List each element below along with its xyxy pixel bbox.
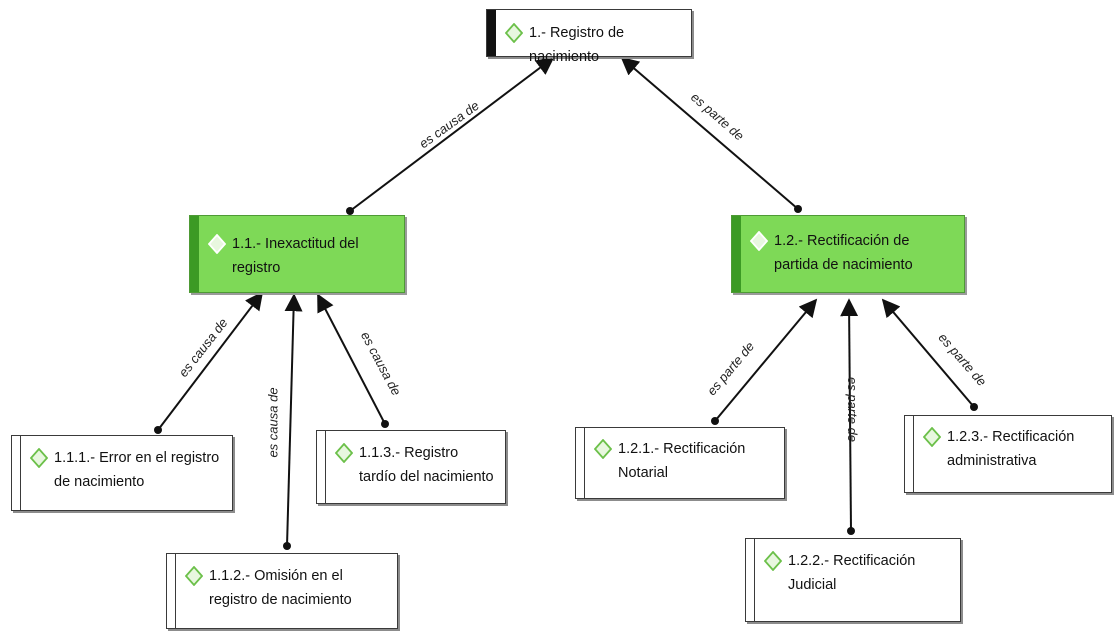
- node-bar: [746, 539, 755, 621]
- edge-n12-to-n122[interactable]: [840, 298, 859, 532]
- node-label: 1.1.2.- Omisión en el registro de nacimi…: [209, 568, 352, 608]
- diamond-icon: [30, 448, 48, 468]
- edge-n11-to-n111[interactable]: [157, 291, 264, 431]
- edge-n12-to-n121[interactable]: [714, 298, 818, 422]
- edge-label-n11-n112: es causa de: [265, 387, 281, 458]
- node-bar: [576, 428, 585, 498]
- node-inexactitud-del-registro[interactable]: 1.1.- Inexactitud del registro: [189, 215, 405, 293]
- node-label: 1.1.- Inexactitud del registro: [232, 236, 359, 276]
- edge-label-n12-n122: es parte de: [845, 376, 861, 443]
- node-registro-de-nacimiento[interactable]: 1.- Registro de nacimiento: [486, 9, 692, 65]
- edge-n12-to-n123[interactable]: [881, 298, 975, 408]
- node-omision-en-el-registro[interactable]: 1.1.2.- Omisión en el registro de nacimi…: [166, 553, 398, 629]
- edge-n12-to-n123-dot: [970, 403, 978, 411]
- edge-n11-to-n112[interactable]: [284, 293, 303, 547]
- edge-root-to-n11-dot: [346, 207, 354, 215]
- node-registro-tardio[interactable]: 1.1.3.- Registro tardío del nacimiento: [316, 430, 506, 504]
- node-label: 1.- Registro de nacimiento: [529, 25, 625, 65]
- node-bar: [317, 431, 326, 503]
- node-label: 1.2.2.- Rectificación Judicial: [788, 553, 916, 593]
- node-bar: [12, 436, 21, 510]
- node-label: 1.2.1.- Rectificación Notarial: [618, 441, 746, 481]
- node-label: 1.1.1.- Error en el registro de nacimien…: [54, 450, 220, 490]
- node-bar: [732, 216, 741, 292]
- edge-n11-to-n112-dot: [283, 542, 291, 550]
- node-label: 1.2.- Rectificación de partida de nacimi…: [774, 233, 913, 273]
- node-bar: [487, 10, 496, 56]
- edge-n12-to-n122-dot: [847, 527, 855, 535]
- diamond-icon: [750, 231, 768, 251]
- diamond-icon: [505, 23, 523, 43]
- diamond-icon: [923, 427, 941, 447]
- diamond-icon: [185, 566, 203, 586]
- edge-n11-to-n113[interactable]: [317, 293, 386, 425]
- node-bar: [167, 554, 176, 628]
- edge-root-to-n12-dot: [794, 205, 802, 213]
- edge-root-to-n11[interactable]: [349, 56, 555, 212]
- diamond-icon: [335, 443, 353, 463]
- node-rectificacion-notarial[interactable]: 1.2.1.- Rectificación Notarial: [575, 427, 785, 499]
- node-rectificacion-judicial[interactable]: 1.2.2.- Rectificación Judicial: [745, 538, 961, 622]
- edge-root-to-n12[interactable]: [620, 56, 799, 210]
- edge-n11-to-n111-dot: [154, 426, 162, 434]
- node-bar: [190, 216, 199, 292]
- diamond-icon: [208, 234, 226, 254]
- node-label: 1.2.3.- Rectificación administrativa: [947, 429, 1075, 469]
- node-rectificacion-de-partida[interactable]: 1.2.- Rectificación de partida de nacimi…: [731, 215, 965, 293]
- diamond-icon: [764, 551, 782, 571]
- node-label: 1.1.3.- Registro tardío del nacimiento: [359, 445, 494, 485]
- node-rectificacion-administrativa[interactable]: 1.2.3.- Rectificación administrativa: [904, 415, 1112, 493]
- edge-n12-to-n121-dot: [711, 417, 719, 425]
- edge-n11-to-n113-dot: [381, 420, 389, 428]
- diamond-icon: [594, 439, 612, 459]
- node-bar: [905, 416, 914, 492]
- node-error-en-el-registro[interactable]: 1.1.1.- Error en el registro de nacimien…: [11, 435, 233, 511]
